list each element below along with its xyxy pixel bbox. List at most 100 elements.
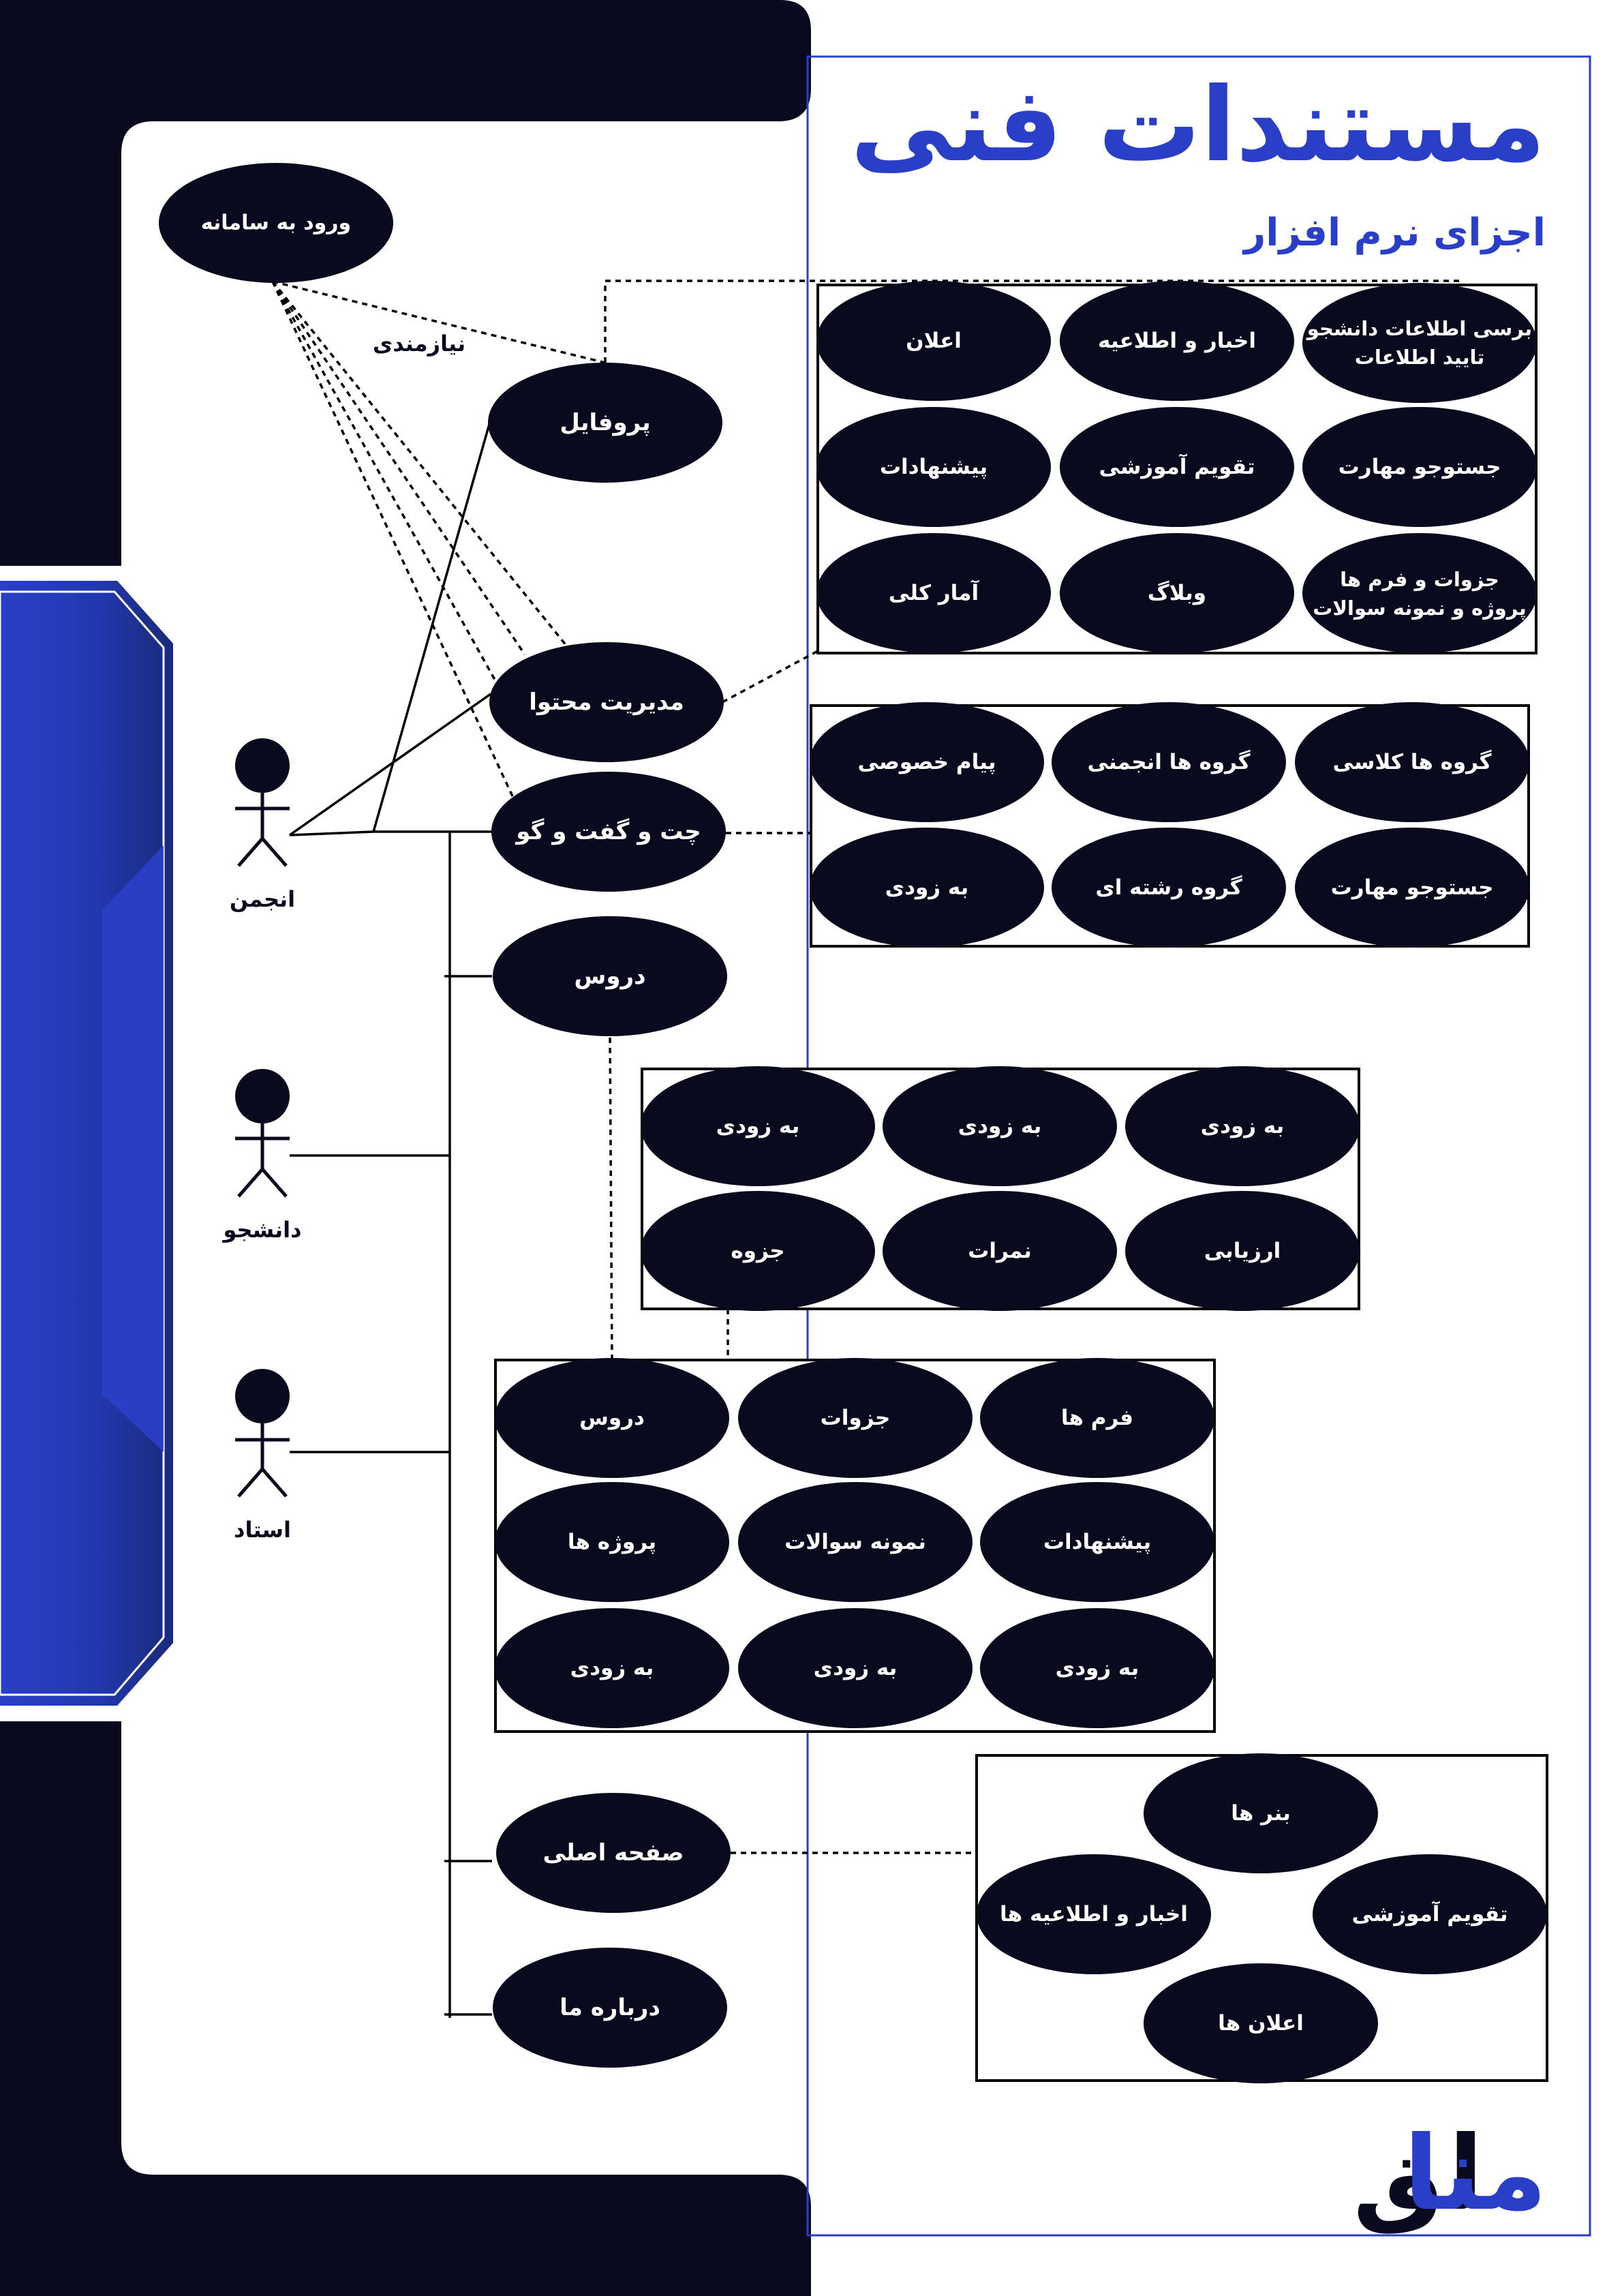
chat-item-field-groups[interactable] [1052,828,1286,948]
notes-item-projects[interactable] [495,1482,729,1602]
item-student-info-check-line2: تایید اطلاعات [1355,346,1484,369]
chat-item-coming-soon-label: به زودی [885,875,969,900]
use-case-chat[interactable]: چت و گفت و گو [491,772,726,892]
use-case-profile-label: پروفایل [560,409,650,436]
notes-item-courses[interactable] [495,1358,729,1478]
item-news-label: اخبار و اطلاعیه [1098,329,1256,353]
notes-item-forms-label: فرم ها [1061,1406,1133,1430]
notes-item-suggestions[interactable] [980,1482,1214,1602]
course-item-booklet[interactable] [641,1191,875,1311]
home-item-notifications-label: اعلان ها [1218,2011,1304,2036]
login-label: ورود به سامانه [201,211,351,235]
course-item-soon-1[interactable] [1125,1066,1360,1186]
item-booklets-forms-line1: جزوات و فرم ها [1340,568,1499,591]
notes-item-soon-2[interactable] [738,1608,973,1728]
chat-item-anjoman-groups[interactable] [1052,702,1286,822]
login-use-case[interactable]: ورود به سامانه [159,163,393,283]
home-item-banners[interactable] [1144,1753,1378,1873]
course-item-grades[interactable] [883,1191,1117,1311]
notes-item-booklets[interactable] [738,1358,973,1478]
item-blog[interactable] [1060,533,1294,653]
chat-item-private-message-label: پیام خصوصی [857,750,996,774]
chat-item-coming-soon[interactable] [810,828,1044,948]
item-calendar-label: تقویم آموزشی [1099,453,1255,479]
item-blog-label: وبلاگ [1148,580,1206,605]
chat-item-class-groups[interactable] [1295,702,1529,822]
item-skill-search-label: جستوجو مهارت [1338,455,1501,479]
home-item-calendar[interactable] [1313,1854,1547,1974]
course-item-soon-1-label: به زودی [1201,1114,1285,1138]
use-case-about-label: درباره ما [560,1994,660,2021]
courses-group: به زودی به زودی به زودی ارزیابی نمرات جز… [641,1066,1360,1311]
content-management-group: برسی اطلاعات دانشجو تایید اطلاعات اخبار … [816,281,1537,654]
item-student-info-check-line1: برسی اطلاعات دانشجو [1306,317,1532,340]
relation-label: نیازمندی [373,331,465,357]
notes-item-booklets-label: جزوات [821,1406,891,1430]
notes-item-courses-label: دروس [579,1406,645,1430]
notes-item-soon-1-label: به زودی [1056,1656,1139,1680]
chat-item-field-groups-label: گروه رشته ای [1095,875,1242,900]
item-booklets-forms-line2: پروژه و نمونه سوالات [1313,596,1526,620]
item-booklets-forms[interactable] [1302,533,1537,653]
notes-item-soon-3[interactable] [495,1608,729,1728]
logo-dark-part: لق [1353,2115,1484,2234]
logo-blue-part: منا [1404,2115,1547,2233]
chat-item-skill-search-label: جستوجو مهارت [1331,875,1494,900]
use-case-home[interactable]: صفحه اصلی [496,1793,731,1913]
chat-item-skill-search[interactable] [1295,828,1529,948]
course-item-evaluation-label: ارزیابی [1204,1239,1281,1263]
item-suggestions[interactable] [816,407,1051,527]
logo: لق منا [1353,2115,1547,2234]
item-statistics[interactable] [816,533,1051,653]
chat-item-class-groups-label: گروه ها کلاسی [1332,749,1492,774]
notes-group: فرم ها جزوات دروس پیشنهادات نمونه سوالات… [494,1358,1216,1733]
chat-item-private-message[interactable] [810,702,1044,822]
use-case-courses-label: دروس [574,963,645,990]
item-statistics-label: آمار کلی [889,579,980,605]
relationship-lines [271,280,1462,2018]
course-item-soon-3-label: به زودی [716,1114,800,1138]
actor-professor-label: استاد [234,1517,291,1543]
page-title: مستندات فنی [851,66,1546,185]
use-case-home-label: صفحه اصلی [542,1839,684,1867]
page-subtitle: اجزای نرم افزار [1242,211,1546,255]
notes-item-forms[interactable] [980,1358,1214,1478]
home-item-news[interactable] [977,1854,1211,1974]
notes-item-suggestions-label: پیشنهادات [1043,1530,1151,1554]
notes-item-sample-questions-label: نمونه سوالات [784,1530,926,1554]
use-case-profile[interactable]: پروفایل [488,363,722,483]
actor-student: دانشجو [221,1069,302,1243]
use-case-chat-label: چت و گفت و گو [515,818,701,845]
item-student-info-check[interactable] [1302,283,1537,403]
home-group: بنر ها اخبار و اطلاعیه ها تقویم آموزشی ا… [975,1753,1548,2083]
notes-item-soon-3-label: به زودی [570,1656,654,1680]
use-case-courses[interactable]: دروس [493,916,727,1036]
item-calendar[interactable] [1060,407,1294,527]
item-skill-search[interactable] [1302,407,1537,527]
item-suggestions-label: پیشنهادات [880,455,988,479]
item-notification[interactable] [816,281,1051,401]
notes-item-soon-2-label: به زودی [814,1656,898,1680]
notes-item-soon-1[interactable] [980,1608,1214,1728]
course-item-evaluation[interactable] [1125,1191,1360,1311]
item-notification-label: اعلان [906,329,962,353]
home-item-news-label: اخبار و اطلاعیه ها [1000,1902,1188,1927]
chat-group: گروه ها کلاسی گروه ها انجمنی پیام خصوصی … [810,702,1530,948]
course-item-soon-3[interactable] [641,1066,875,1186]
course-item-soon-2[interactable] [883,1066,1117,1186]
item-news[interactable] [1060,281,1294,401]
use-case-content-management-label: مدیریت محتوا [529,689,684,716]
use-case-about[interactable]: درباره ما [493,1948,727,2068]
home-item-banners-label: بنر ها [1231,1801,1291,1826]
course-item-soon-2-label: به زودی [958,1114,1042,1138]
actor-anjoman-label: انجمن [230,886,295,912]
chat-item-anjoman-groups-label: گروه ها انجمنی [1087,749,1251,774]
notes-item-sample-questions[interactable] [738,1482,973,1602]
use-case-content-management[interactable]: مدیریت محتوا [489,642,724,762]
course-item-booklet-label: جزوه [731,1239,784,1263]
course-item-grades-label: نمرات [968,1239,1031,1263]
actor-professor: استاد [234,1369,291,1543]
home-item-notifications[interactable] [1144,1963,1378,2083]
home-item-calendar-label: تقویم آموزشی [1351,1901,1508,1927]
